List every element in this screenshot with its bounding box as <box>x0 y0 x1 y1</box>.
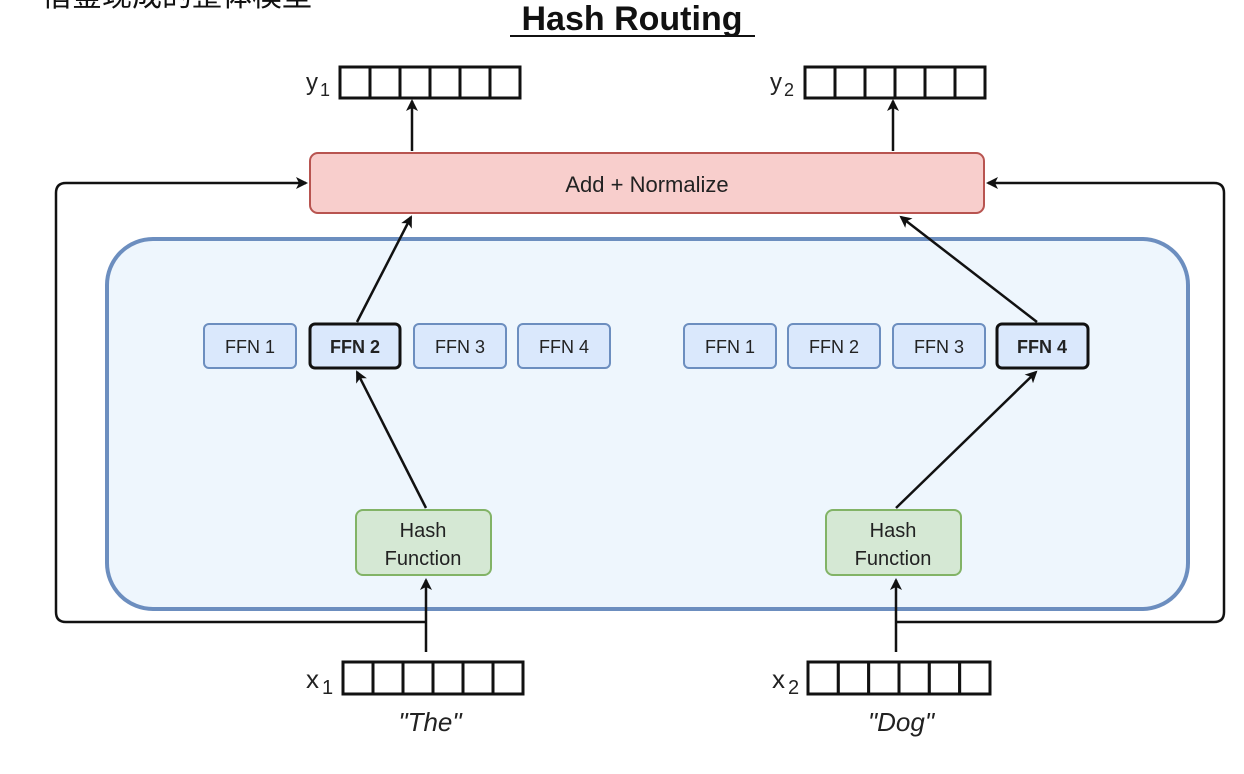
vector-cell <box>371 660 405 696</box>
ffn-label: FFN 4 <box>539 337 589 357</box>
input-vector-x1: x 1 "The" <box>306 660 525 737</box>
ffn-box-rect <box>683 323 777 369</box>
ffn-box: FFN 3 <box>413 323 507 369</box>
output-symbol: y <box>770 69 782 96</box>
hash-function-box <box>825 509 962 576</box>
input-subscript: 1 <box>322 677 333 699</box>
arrow-ffn2-to-norm <box>355 215 413 323</box>
add-normalize-block: Add + Normalize <box>309 152 985 214</box>
hash-function-line1: Hash <box>400 520 447 542</box>
vector-cell <box>893 65 927 100</box>
vector-cell <box>398 65 432 100</box>
hash-function-line2: Function <box>855 548 932 570</box>
ffn-label-selected: FFN 2 <box>330 337 380 357</box>
add-normalize-box <box>309 152 985 214</box>
top-cut-text: 借鉴现成的整体模型 <box>42 0 312 13</box>
vector-cell <box>953 65 987 100</box>
vector-cells <box>806 660 992 696</box>
vector-cell <box>338 65 372 100</box>
add-normalize-label: Add + Normalize <box>565 172 728 197</box>
vector-cell <box>458 65 492 100</box>
diagram-title: Hash Routing <box>522 0 743 38</box>
hash-function-line2: Function <box>385 548 462 570</box>
vector-cells <box>338 65 522 100</box>
arrow-ffn4-to-norm <box>899 215 1038 323</box>
input-token: "Dog" <box>868 707 936 737</box>
vector-cell <box>833 65 867 100</box>
vector-cell <box>461 660 495 696</box>
ffn-label-selected: FFN 4 <box>1017 337 1067 357</box>
ffn-box-rect-selected <box>995 322 1090 370</box>
output-subscript: 2 <box>784 80 794 100</box>
ffn-box-rect <box>892 323 986 369</box>
vector-cell <box>401 660 435 696</box>
ffn-box-selected: FFN 2 <box>308 322 402 370</box>
residual-connection-right <box>896 177 1226 624</box>
ffn-label: FFN 2 <box>809 337 859 357</box>
vector-cell <box>867 660 901 696</box>
residual-connection-left <box>54 177 426 624</box>
ffn-label: FFN 1 <box>225 337 275 357</box>
vector-cell <box>431 660 465 696</box>
ffn-box: FFN 1 <box>203 323 297 369</box>
ffn-box-rect <box>787 323 881 369</box>
ffn-label: FFN 3 <box>914 337 964 357</box>
hash-function-line1: Hash <box>870 520 917 542</box>
output-subscript: 1 <box>320 80 330 100</box>
ffn-box: FFN 3 <box>892 323 986 369</box>
arrow-hash1-to-ffn2 <box>355 370 428 509</box>
output-vector-y1: y 1 <box>306 65 522 100</box>
hash-function-box <box>355 509 492 576</box>
ffn-box-rect <box>413 323 507 369</box>
vector-cell <box>836 660 871 696</box>
ffn-box: FFN 4 <box>517 323 611 369</box>
vector-cell <box>491 660 525 696</box>
ffn-box-rect-selected <box>308 322 402 370</box>
vector-cell <box>806 660 840 696</box>
vector-cells <box>341 660 525 696</box>
ffn-box: FFN 1 <box>683 323 777 369</box>
ffn-box-rect <box>203 323 297 369</box>
input-vector-x2: x 2 "Dog" <box>772 660 992 737</box>
input-token: "The" <box>398 707 463 737</box>
vector-cell <box>923 65 957 100</box>
vector-cell <box>488 65 522 100</box>
ffn-label: FFN 3 <box>435 337 485 357</box>
moe-layer-container <box>105 237 1190 611</box>
vector-cell <box>958 660 992 696</box>
vector-cell <box>863 65 897 100</box>
vector-cell <box>927 660 962 696</box>
input-subscript: 2 <box>788 677 799 699</box>
ffn-label: FFN 1 <box>705 337 755 357</box>
vector-cell <box>897 660 931 696</box>
vector-cell <box>368 65 402 100</box>
ffn-group-left: FFN 1 FFN 2 FFN 3 FFN 4 <box>203 322 611 370</box>
output-vector-y2: y 2 <box>770 65 987 100</box>
output-symbol: y <box>306 69 318 96</box>
ffn-box: FFN 2 <box>787 323 881 369</box>
input-symbol: x <box>772 664 785 694</box>
input-symbol: x <box>306 664 319 694</box>
ffn-box-rect <box>517 323 611 369</box>
ffn-box-selected: FFN 4 <box>995 322 1090 370</box>
vector-cell <box>803 65 837 100</box>
hash-function-right: Hash Function <box>825 509 962 576</box>
vector-cell <box>341 660 375 696</box>
arrow-hash2-to-ffn4 <box>895 370 1038 509</box>
ffn-group-right: FFN 1 FFN 2 FFN 3 FFN 4 <box>683 322 1090 370</box>
vector-cell <box>428 65 462 100</box>
hash-function-left: Hash Function <box>355 509 492 576</box>
vector-cells <box>803 65 987 100</box>
